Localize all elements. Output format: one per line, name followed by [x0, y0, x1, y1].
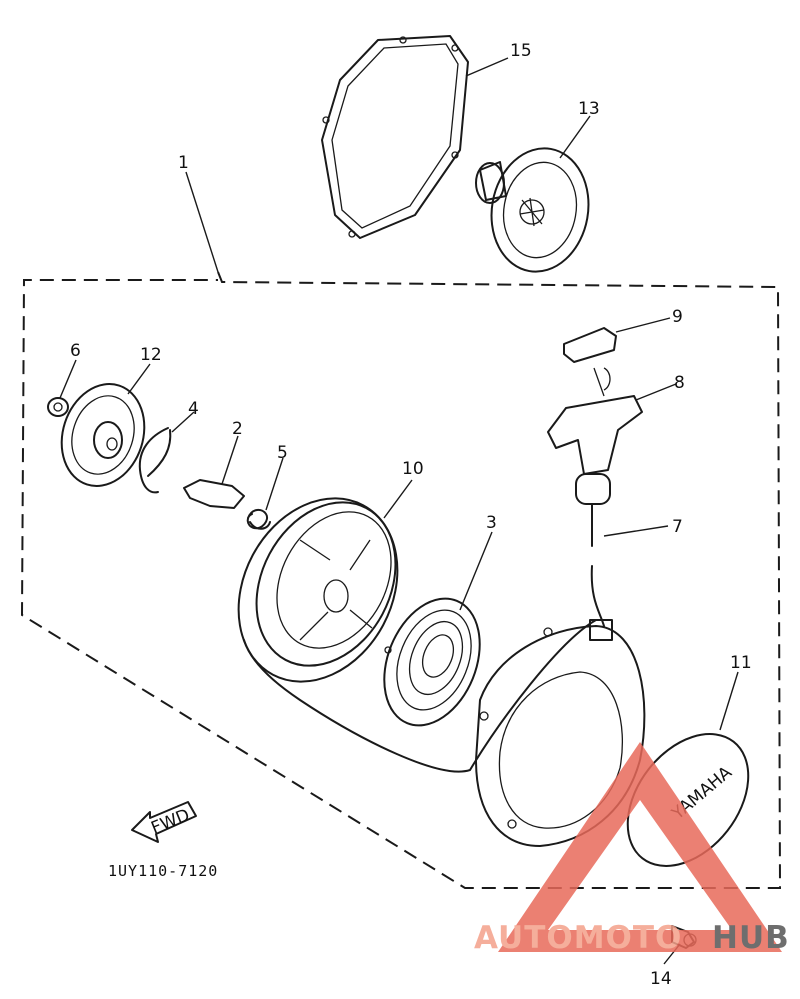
label-2: 2 — [232, 419, 243, 439]
leader-lines — [59, 57, 739, 965]
part-gasket — [321, 35, 469, 239]
label-4: 4 — [188, 399, 199, 419]
part-number-labels: 1 2 3 4 5 6 7 8 9 10 11 12 13 14 15 — [70, 41, 752, 989]
part-recoil-spring — [383, 597, 481, 727]
part-clip — [138, 427, 172, 494]
drawing-code: 1UY110-7120 — [108, 862, 218, 880]
label-7: 7 — [672, 517, 683, 537]
label-10: 10 — [402, 459, 424, 479]
watermark-word-2: HUB — [712, 920, 790, 956]
watermark-triangle — [498, 742, 782, 952]
part-nut — [47, 397, 69, 417]
label-1: 1 — [178, 153, 189, 173]
label-5: 5 — [277, 443, 288, 463]
part-starter-handle — [547, 367, 643, 505]
label-11: 11 — [730, 653, 752, 673]
part-sheave-drum — [237, 497, 399, 683]
label-8: 8 — [674, 373, 685, 393]
label-15: 15 — [510, 41, 532, 61]
watermark-logo: AUTOMOTO HUB — [474, 742, 790, 956]
part-rope — [243, 503, 605, 773]
part-handle-cap — [563, 327, 617, 363]
fwd-label: FWD — [148, 805, 192, 838]
label-12: 12 — [140, 345, 162, 365]
part-drive-plate — [475, 147, 590, 273]
label-6: 6 — [70, 341, 81, 361]
assembly-boundary — [20, 271, 782, 889]
label-13: 13 — [578, 99, 600, 119]
label-3: 3 — [486, 513, 497, 533]
fwd-arrow: FWD — [131, 801, 197, 843]
part-friction-plate — [60, 383, 146, 487]
part-small-spring — [246, 508, 271, 530]
watermark-word-1: AUTOMOTO — [474, 920, 682, 956]
label-14: 14 — [650, 969, 672, 989]
part-ratchet — [183, 479, 245, 509]
label-9: 9 — [672, 307, 683, 327]
